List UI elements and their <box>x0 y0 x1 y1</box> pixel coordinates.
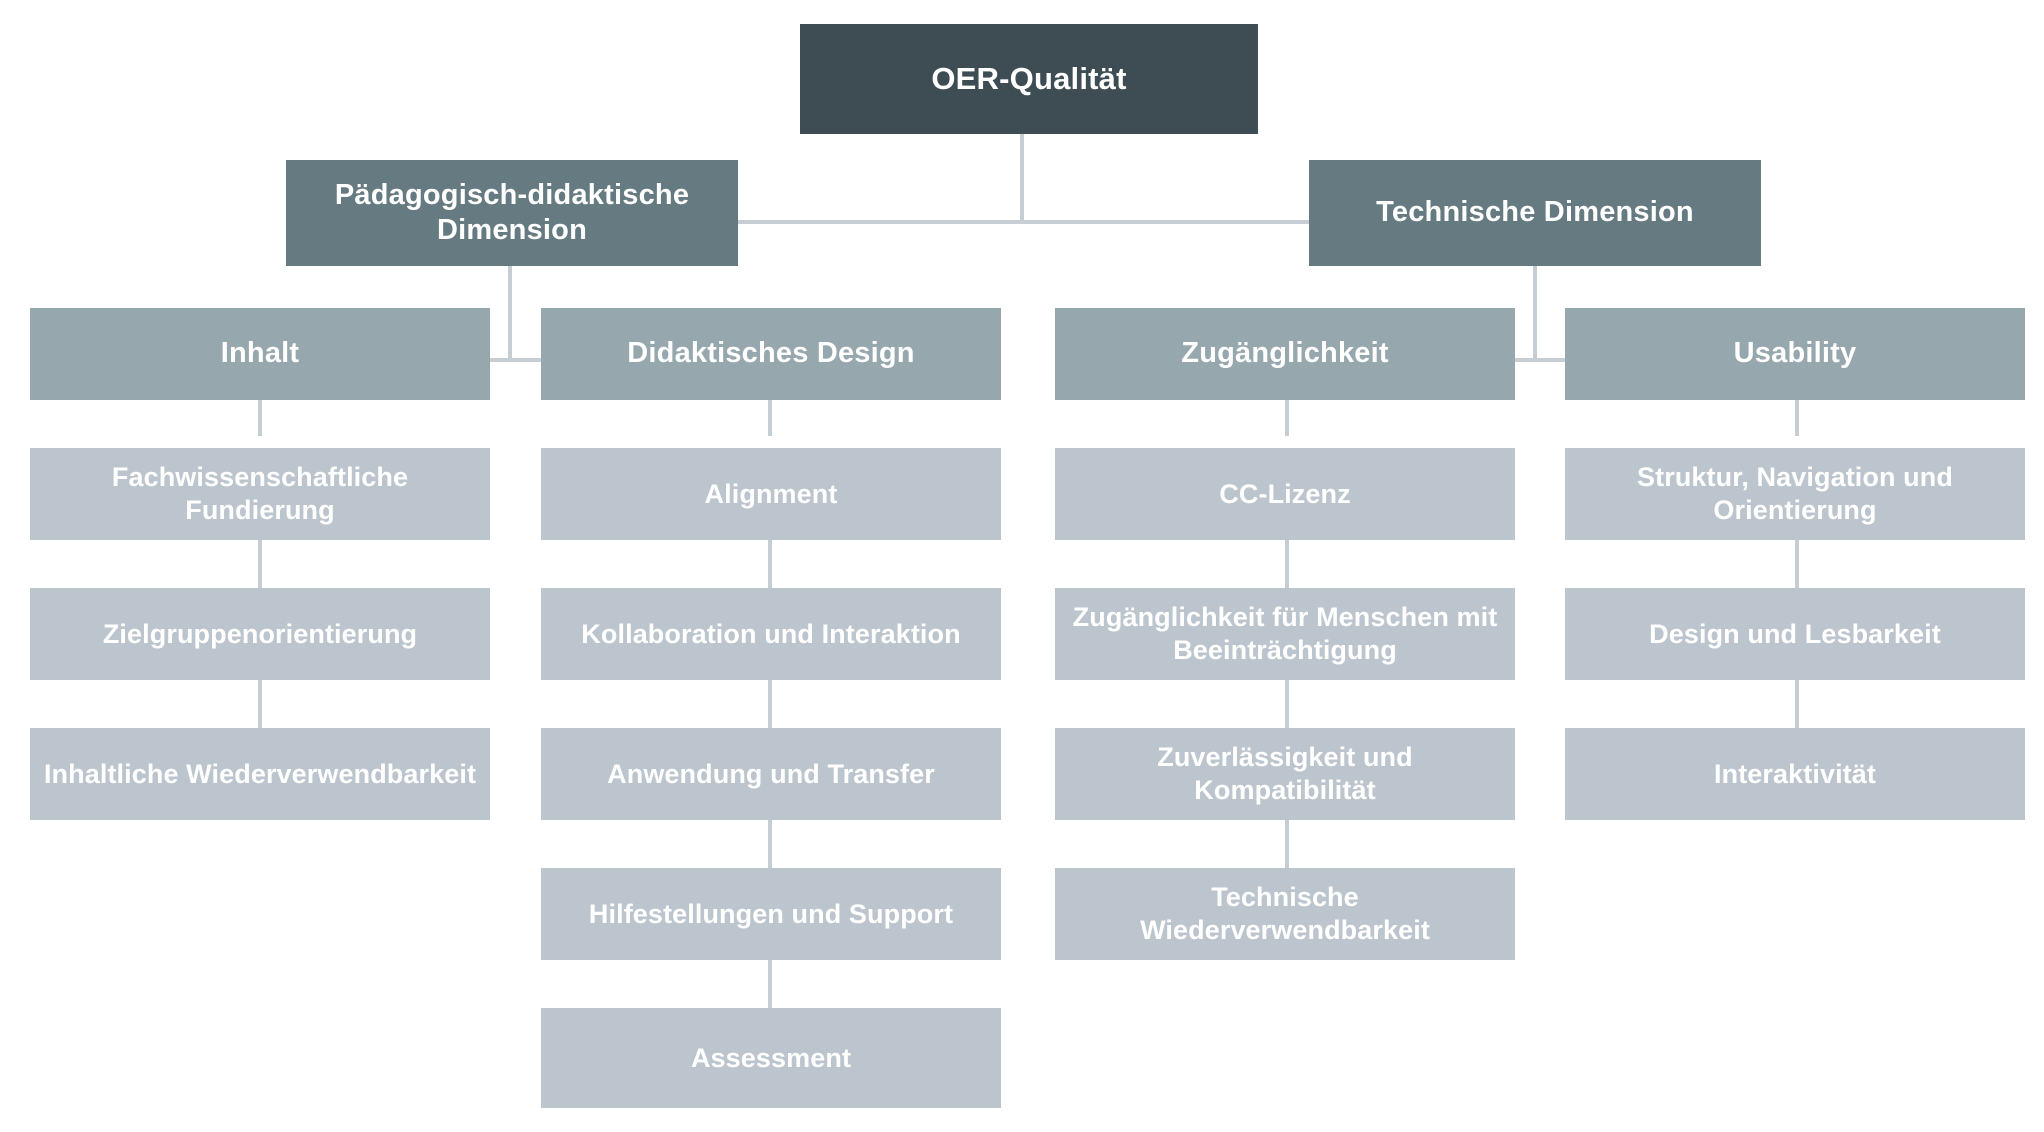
category-node-zugaenglichkeit[interactable]: Zugänglichkeit <box>1055 308 1515 400</box>
dimension-node-paedagogisch-didaktische[interactable]: Pädagogisch-didaktische Dimension <box>286 160 738 266</box>
criterion-node-design-und-lesbarkeit[interactable]: Design und Lesbarkeit <box>1565 588 2025 680</box>
criterion-node-technische-wiederverwendbarkeit[interactable]: Technische Wiederverwendbarkeit <box>1055 868 1515 960</box>
criterion-node-assessment[interactable]: Assessment <box>541 1008 1001 1108</box>
criterion-node-inhaltliche-wiederverwendbarkeit[interactable]: Inhaltliche Wiederverwendbarkeit <box>30 728 490 820</box>
criterion-node-zugaenglichkeit-fuer-menschen-mit-beeintraechtigung[interactable]: Zugänglichkeit für Menschen mit Beeinträ… <box>1055 588 1515 680</box>
criterion-node-cc-lizenz[interactable]: CC-Lizenz <box>1055 448 1515 540</box>
connector-usability-2 <box>1795 540 1799 588</box>
connector-inhalt-2 <box>258 540 262 588</box>
connector-didaktik-4 <box>768 820 772 868</box>
criterion-node-zuverlaessigkeit-und-kompatibilitaet[interactable]: Zuverlässigkeit und Kompatibilität <box>1055 728 1515 820</box>
criterion-node-interaktivitaet[interactable]: Interaktivität <box>1565 728 2025 820</box>
category-node-inhalt[interactable]: Inhalt <box>30 308 490 400</box>
connector-didaktik-3 <box>768 680 772 728</box>
connector-inhalt-3 <box>258 680 262 728</box>
connector-zugang-2 <box>1285 540 1289 588</box>
connector-didaktik-5 <box>768 960 772 1008</box>
criterion-node-hilfestellungen-und-support[interactable]: Hilfestellungen und Support <box>541 868 1001 960</box>
criterion-node-struktur-navigation-und-orientierung[interactable]: Struktur, Navigation und Orientierung <box>1565 448 2025 540</box>
criterion-node-zielgruppenorientierung[interactable]: Zielgruppenorientierung <box>30 588 490 680</box>
connector-root-stem <box>1020 134 1024 222</box>
criterion-node-alignment[interactable]: Alignment <box>541 448 1001 540</box>
criterion-node-anwendung-und-transfer[interactable]: Anwendung und Transfer <box>541 728 1001 820</box>
category-node-didaktisches-design[interactable]: Didaktisches Design <box>541 308 1001 400</box>
connector-usability-3 <box>1795 680 1799 728</box>
root-node-oer-qualitaet[interactable]: OER-Qualität <box>800 24 1258 134</box>
criterion-node-fachwissenschaftliche-fundierung[interactable]: Fachwissenschaftliche Fundierung <box>30 448 490 540</box>
connector-zugang-4 <box>1285 820 1289 868</box>
connector-didaktik-2 <box>768 540 772 588</box>
dimension-node-technische[interactable]: Technische Dimension <box>1309 160 1761 266</box>
connector-zugang-3 <box>1285 680 1289 728</box>
category-node-usability[interactable]: Usability <box>1565 308 2025 400</box>
connector-paed-stem <box>508 266 512 362</box>
connector-tech-children-bus <box>1285 358 1795 362</box>
connector-tech-stem <box>1533 266 1537 362</box>
connector-paed-children-bus <box>258 358 768 362</box>
criterion-node-kollaboration-und-interaktion[interactable]: Kollaboration und Interaktion <box>541 588 1001 680</box>
connector-dimension-bus <box>737 220 1310 224</box>
